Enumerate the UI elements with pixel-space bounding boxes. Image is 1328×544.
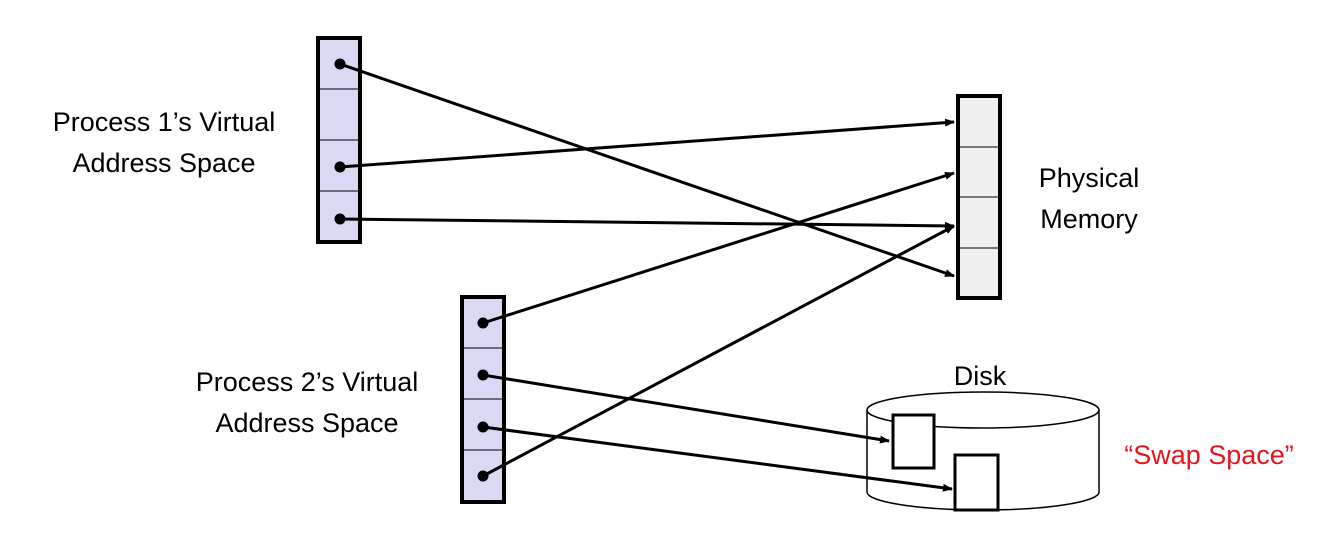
entry-dot [334,161,346,173]
mapping-arrow [339,62,955,278]
process2-label-line2: Address Space [215,408,398,438]
disk [866,391,1100,512]
physical-memory-label-line2: Memory [1040,204,1138,234]
process1-label-line1: Process 1’s Virtual [53,107,276,137]
swap-space-label: “Swap Space” [1124,440,1294,470]
swap-page [953,453,1000,512]
entry-dot [334,213,346,225]
entry-dots [334,58,489,482]
mapping-arrow [339,118,955,169]
entry-dot [477,317,489,329]
entry-dot [334,58,346,70]
mappings [339,62,955,492]
mapping-arrow [339,217,955,230]
physical-memory-label-line1: Physical [1039,163,1140,193]
process1-address-space [316,36,362,244]
swap-page [891,413,936,470]
entry-dot [477,470,489,482]
process1-label-line2: Address Space [72,148,255,178]
entry-dot [477,369,489,381]
mapping-arrow [482,373,890,444]
process2-label-line1: Process 2’s Virtual [196,367,419,397]
mapping-arrow [482,224,955,478]
entry-dot [477,421,489,433]
mapping-arrow [482,171,955,325]
mapping-arrow [482,425,953,492]
physical-memory [956,94,1002,300]
disk-label: Disk [954,361,1007,391]
